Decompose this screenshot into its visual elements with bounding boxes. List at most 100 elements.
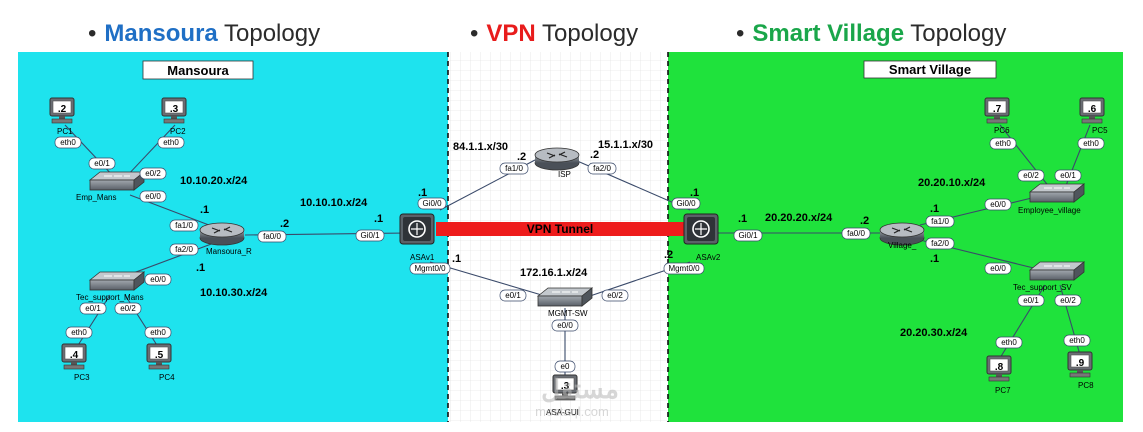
svg-text:fa1/0: fa1/0 [175, 221, 193, 230]
svg-text:fa2/0: fa2/0 [593, 164, 611, 173]
port-asa1-gi01: Gi0/1 [355, 229, 385, 242]
subnet-v-link: 20.20.20.x/24 [765, 212, 833, 224]
port-pc2-eth0: eth0 [157, 136, 185, 149]
subnet-isp-left: 84.1.1.x/30 [453, 141, 508, 153]
addr-mr-fa10: .1 [200, 204, 209, 216]
svg-text:Mansoura_R: Mansoura_R [206, 247, 252, 256]
port-labels: eth0 eth0 e0/1 e0/2 e0/0 fa1/0 fa0/0 fa2… [54, 136, 1105, 373]
device-tec-mans[interactable]: Tec_support_Mans [76, 271, 145, 302]
device-village-r[interactable]: Village_ [879, 222, 925, 250]
subnet-isp-right: 15.1.1.x/30 [598, 139, 653, 151]
device-pc5[interactable]: .6 PC5 [1079, 97, 1108, 135]
svg-text:ASAv2: ASAv2 [696, 253, 721, 262]
svg-text:PC4: PC4 [159, 373, 175, 382]
svg-text:e0/1: e0/1 [505, 291, 521, 300]
port-emp-e02: e0/2 [139, 167, 167, 180]
port-gui-e0: e0 [554, 360, 576, 373]
device-mgmt-sw[interactable]: MGMT-SW [537, 287, 593, 318]
device-pc2[interactable]: .3 PC2 [161, 97, 187, 136]
svg-text:Gi0/1: Gi0/1 [360, 231, 380, 240]
svg-text:PC2: PC2 [170, 127, 186, 136]
topology-headings: •Mansoura Topology •VPN Topology •Smart … [0, 14, 1143, 54]
port-emp-e01: e0/1 [88, 157, 116, 170]
svg-text:e0: e0 [561, 362, 570, 371]
addr-mr-fa20: .1 [196, 262, 205, 274]
svg-text:eth0: eth0 [60, 138, 76, 147]
svg-text:PC3: PC3 [74, 373, 90, 382]
svg-text:Mansoura: Mansoura [167, 63, 229, 78]
svg-text:Tec_support_SV: Tec_support_SV [1013, 283, 1072, 292]
svg-text:VPN Tunnel: VPN Tunnel [527, 222, 593, 236]
device-pc1[interactable]: .2 PC1 [49, 97, 75, 136]
device-pc6[interactable]: .7 PC6 [984, 97, 1010, 135]
port-mgmt-e00: e0/0 [551, 319, 579, 332]
port-ts-e02: e0/2 [1054, 294, 1082, 307]
port-pc1-eth0: eth0 [54, 136, 82, 149]
svg-text:e0/1: e0/1 [1023, 296, 1039, 305]
device-pc8[interactable]: .9 PC8 [1067, 351, 1094, 390]
port-asa1-gi00: Gi0/0 [417, 197, 447, 210]
zone-mansoura-title: Mansoura [142, 60, 254, 80]
svg-text:Smart Village: Smart Village [889, 62, 971, 77]
device-tec-sv[interactable]: Tec_support_SV [1013, 261, 1085, 292]
port-ev-e00: e0/0 [984, 198, 1012, 211]
addr-vr-fa20: .1 [930, 253, 939, 265]
addr-asa1-mgmt: .1 [452, 253, 461, 265]
svg-text:PC5: PC5 [1092, 126, 1108, 135]
svg-text:.7: .7 [993, 104, 1002, 115]
svg-text:.3: .3 [561, 381, 570, 392]
addr-vr-fa00: .2 [860, 215, 869, 227]
subnet-mgmt: 172.16.1.x/24 [520, 267, 588, 279]
svg-text:fa1/0: fa1/0 [931, 217, 949, 226]
svg-text:PC6: PC6 [994, 126, 1010, 135]
port-vr-fa00: fa0/0 [841, 227, 871, 240]
addr-isp-fa20: .2 [590, 149, 599, 161]
svg-text:.9: .9 [1076, 358, 1085, 369]
svg-text:Mgmt0/0: Mgmt0/0 [414, 264, 446, 273]
svg-text:e0/0: e0/0 [145, 192, 161, 201]
svg-text:fa1/0: fa1/0 [505, 164, 523, 173]
subnet-labels: 10.10.20.x/24 10.10.10.x/24 10.10.30.x/2… [180, 139, 986, 339]
device-pc4[interactable]: .5 PC4 [146, 343, 175, 382]
svg-text:e0/0: e0/0 [990, 264, 1006, 273]
port-mgmt-e01: e0/1 [499, 289, 527, 302]
svg-text:eth0: eth0 [1069, 336, 1085, 345]
svg-text:Gi0/0: Gi0/0 [676, 199, 696, 208]
port-mr-fa10: fa1/0 [169, 219, 199, 232]
port-pc7-eth0: eth0 [995, 336, 1023, 349]
device-emp-mans[interactable]: Emp_Mans [76, 171, 145, 202]
port-asa2-gi00: Gi0/0 [671, 197, 701, 210]
port-pc5-eth0: eth0 [1077, 137, 1105, 150]
port-isp-fa10: fa1/0 [499, 162, 529, 175]
device-asav1[interactable]: ASAv1 [399, 213, 435, 262]
device-asa-gui[interactable]: .3 ASA-GUI [546, 374, 579, 417]
addr-asa1-gi00: .1 [418, 187, 427, 199]
port-vr-fa20: fa2/0 [925, 237, 955, 250]
device-isp[interactable]: ISP [534, 147, 580, 179]
port-vr-fa10: fa1/0 [925, 215, 955, 228]
svg-text:e0/1: e0/1 [85, 304, 101, 313]
port-asa2-mgmt: Mgmt0/0 [663, 262, 705, 275]
heading-village: •Smart Village Topology [736, 20, 1007, 47]
addr-asa2-gi00: .1 [690, 187, 699, 199]
svg-text:Tec_support_Mans: Tec_support_Mans [76, 293, 144, 302]
addr-asa2-gi01: .1 [738, 213, 747, 225]
svg-text:fa0/0: fa0/0 [263, 232, 281, 241]
svg-text:eth0: eth0 [150, 328, 166, 337]
port-mr-fa20: fa2/0 [169, 243, 199, 256]
heading-vpn-rest: Topology [542, 20, 639, 47]
port-ev-e02: e0/2 [1017, 169, 1045, 182]
svg-text:e0/0: e0/0 [990, 200, 1006, 209]
port-tec-e02: e0/2 [114, 302, 142, 315]
port-ts-e01: e0/1 [1017, 294, 1045, 307]
device-mansoura-r[interactable]: Mansoura_R [199, 222, 252, 256]
device-pc3[interactable]: .4 PC3 [61, 343, 90, 382]
device-asav2[interactable]: ASAv2 [683, 213, 721, 262]
device-pc7[interactable]: .8 PC7 [986, 355, 1012, 395]
heading-mansoura-rest: Topology [224, 20, 321, 47]
svg-text:PC7: PC7 [995, 386, 1011, 395]
svg-text:e0/0: e0/0 [557, 321, 573, 330]
port-mgmt-e02: e0/2 [601, 289, 629, 302]
device-emp-village[interactable]: Employee_village [1018, 183, 1085, 215]
